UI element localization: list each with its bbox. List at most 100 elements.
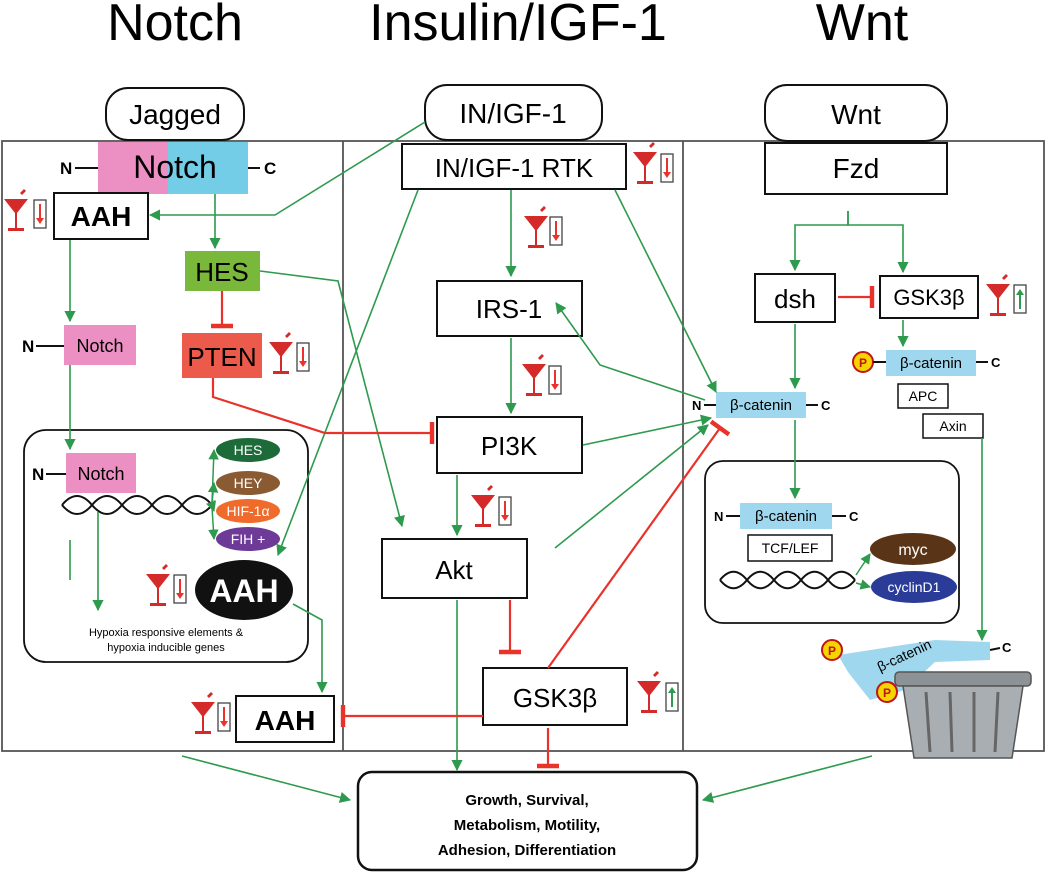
target-hes-label: HES	[234, 442, 263, 458]
bcat-membrane-n: N	[692, 398, 701, 413]
bcat-phospho-c: C	[991, 355, 1001, 370]
pi3k-label: PI3K	[481, 431, 538, 461]
bcat-nucleus-c: C	[849, 509, 859, 524]
nucleus-caption-line1: Hypoxia responsive elements &	[89, 627, 244, 639]
trash-can-icon	[894, 671, 1032, 759]
inhibition-arrows	[211, 286, 875, 769]
target-fih-ellipse	[216, 527, 280, 551]
nucleus-notch-box	[66, 453, 136, 493]
outcome-line3: Adhesion, Differentiation	[438, 842, 616, 859]
aah-top-label: AAH	[71, 201, 132, 232]
target-fih-label: FIH +	[231, 531, 266, 547]
fzd-box	[764, 142, 948, 195]
dsh-box	[754, 273, 836, 323]
gsk3b-insulin-box	[482, 667, 628, 726]
aah-box-bottom	[235, 695, 335, 743]
notch-nucleus	[23, 429, 309, 663]
bcat-nucleus-box	[740, 503, 832, 529]
alcohol-glass-icon	[146, 564, 170, 606]
wnt-dna-helix	[719, 570, 856, 590]
outcome-line2: Metabolism, Motility,	[454, 817, 600, 834]
hes-box	[185, 251, 260, 291]
bcat-phospho-label: β-catenin	[900, 355, 962, 372]
target-hey-label: HEY	[234, 475, 263, 491]
alcohol-glass-icon	[269, 332, 293, 374]
bcat-nucleus-label: β-catenin	[755, 508, 817, 525]
header-wnt: Wnt	[816, 0, 909, 52]
bcat-phospho-box	[886, 350, 976, 376]
pi3k-box	[436, 416, 583, 474]
down-arrow-icon	[217, 702, 231, 732]
notch-receptor-ecd	[98, 142, 168, 194]
alcohol-glass-icon	[637, 671, 661, 713]
target-hes-ellipse	[216, 438, 280, 462]
notch-receptor-icd	[168, 142, 248, 194]
wnt-nucleus	[704, 460, 960, 624]
aah-big-ellipse	[195, 560, 293, 620]
rtk-label: IN/IGF-1 RTK	[435, 153, 594, 183]
down-arrow-icon	[498, 496, 512, 526]
notch-icd-label: Notch	[76, 336, 123, 356]
fzd-label: Fzd	[833, 153, 880, 184]
notch-n-term: N	[60, 159, 72, 178]
alcohol-glass-icon	[524, 206, 548, 248]
ligand-wnt-label: Wnt	[831, 99, 881, 130]
phospho-label: P	[859, 356, 867, 370]
ligand-wnt	[764, 84, 948, 142]
tcf-lef-label: TCF/LEF	[762, 540, 819, 556]
nucleus-caption-line2: hypoxia inducible genes	[107, 642, 225, 654]
svg-text:P: P	[883, 686, 891, 700]
aah-big-label: AAH	[209, 573, 278, 609]
alcohol-glass-icon	[4, 189, 28, 231]
hes-label: HES	[195, 257, 248, 287]
bcat-membrane-c: C	[821, 398, 831, 413]
dna-helix	[61, 495, 213, 515]
alcohol-glass-icon	[471, 485, 495, 527]
down-arrow-icon	[549, 216, 563, 246]
gsk3b-wnt-label: GSK3β	[893, 285, 964, 310]
ligand-jagged-label: Jagged	[129, 99, 221, 130]
alcohol-glass-icon	[191, 692, 215, 734]
target-hif-label: HIF-1α	[226, 503, 269, 519]
up-arrow-icon	[665, 682, 679, 712]
dsh-label: dsh	[774, 284, 816, 314]
target-hif-ellipse	[216, 499, 280, 523]
down-arrow-icon	[548, 365, 562, 395]
down-arrow-icon	[660, 153, 674, 183]
degraded-bcat-c: C	[1002, 640, 1012, 655]
down-arrow-icon	[296, 342, 310, 372]
akt-label: Akt	[435, 555, 473, 585]
ligand-in-igf1-label: IN/IGF-1	[459, 98, 566, 129]
bcat-membrane-box	[716, 392, 806, 418]
alcohol-glass-icon	[986, 274, 1010, 316]
phospho-icon	[821, 639, 843, 661]
myc-label: myc	[898, 542, 927, 559]
gsk3b-insulin-label: GSK3β	[513, 683, 597, 713]
cyclin-label: cyclinD1	[888, 579, 941, 595]
outcome-box	[356, 770, 699, 872]
ligand-jagged	[105, 87, 245, 141]
axin-label: Axin	[939, 418, 966, 434]
axin-box	[922, 413, 984, 439]
tcf-lef-box	[747, 534, 833, 562]
phospho-icon	[876, 681, 898, 703]
aah-bottom-label: AAH	[255, 705, 316, 736]
activation-arrows	[64, 121, 988, 803]
bcat-nucleus-n: N	[714, 509, 723, 524]
alcohol-glass-icon	[633, 142, 657, 184]
nucleus-notch-label: Notch	[77, 464, 124, 484]
ligand-in-igf1	[424, 84, 603, 141]
pten-box	[182, 333, 262, 378]
header-notch: Notch	[107, 0, 243, 52]
down-arrow-icon	[173, 574, 187, 604]
myc-ellipse	[870, 533, 956, 565]
nucleus-n-term: N	[32, 465, 44, 484]
target-hey-ellipse	[216, 471, 280, 495]
akt-box	[381, 538, 528, 599]
aah-box-top	[53, 192, 149, 240]
up-arrow-icon	[1013, 284, 1027, 314]
notch-icd-box	[64, 325, 136, 365]
outcome-line1: Growth, Survival,	[465, 792, 588, 809]
gsk3b-wnt-box	[879, 275, 979, 319]
